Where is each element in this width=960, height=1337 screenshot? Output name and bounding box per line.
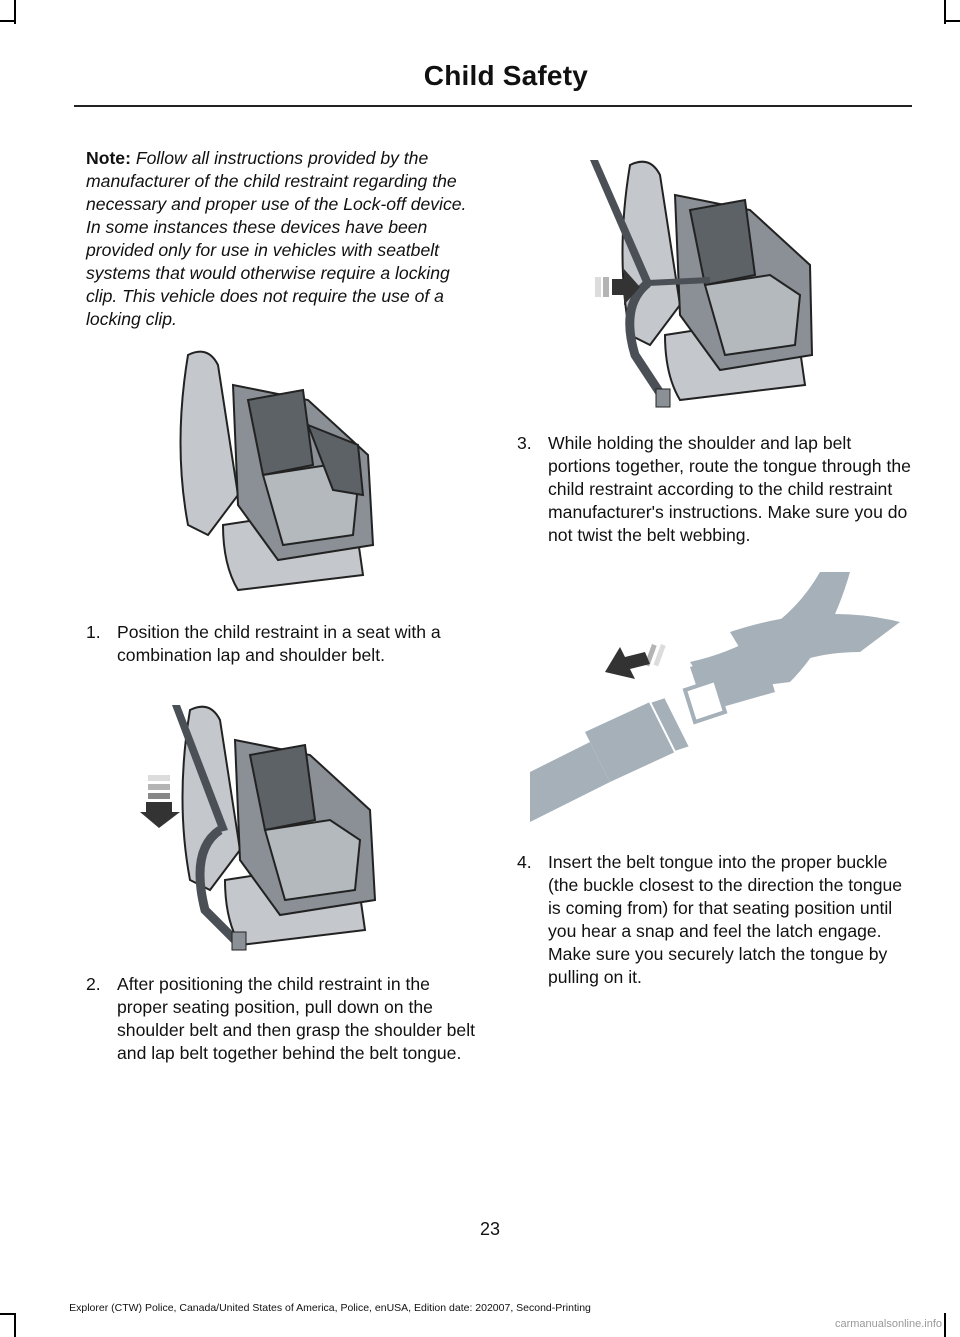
- step-number: 4.: [517, 852, 532, 872]
- crop-mark: [0, 20, 16, 22]
- seat-plain-illustration: [179, 350, 375, 592]
- buckle-illustration: [530, 572, 900, 822]
- step-2: 2. After positioning the child restraint…: [86, 973, 481, 1065]
- step-1: 1. Position the child restraint in a sea…: [86, 621, 481, 667]
- crop-mark: [944, 1313, 946, 1337]
- note-text: Follow all instructions provided by the …: [86, 148, 467, 329]
- step-text: Insert the belt tongue into the proper b…: [548, 852, 903, 987]
- crop-mark: [14, 1313, 16, 1337]
- seat-route-illustration: [590, 160, 814, 408]
- crop-mark: [944, 0, 946, 24]
- watermark: carmanualsonline.info: [834, 1318, 942, 1330]
- step-text: After positioning the child restraint in…: [117, 974, 475, 1063]
- crop-mark: [944, 20, 960, 22]
- step-number: 2.: [86, 974, 101, 994]
- step-4: 4. Insert the belt tongue into the prope…: [517, 851, 912, 989]
- step-3: 3. While holding the shoulder and lap be…: [517, 432, 912, 547]
- crop-mark: [14, 0, 16, 24]
- edition-footer: Explorer (CTW) Police, Canada/United Sta…: [69, 1302, 591, 1314]
- note-label: Note:: [86, 148, 131, 168]
- seat-pull-illustration: [140, 705, 377, 951]
- header-rule: [74, 105, 912, 107]
- page-number: 23: [479, 1219, 501, 1239]
- step-text: While holding the shoulder and lap belt …: [548, 433, 911, 545]
- page-title: Child Safety: [423, 60, 588, 91]
- step-number: 1.: [86, 622, 101, 642]
- note-paragraph: Note: Follow all instructions provided b…: [86, 147, 478, 331]
- step-number: 3.: [517, 433, 532, 453]
- crop-mark: [0, 1313, 16, 1315]
- step-text: Position the child restraint in a seat w…: [117, 622, 441, 665]
